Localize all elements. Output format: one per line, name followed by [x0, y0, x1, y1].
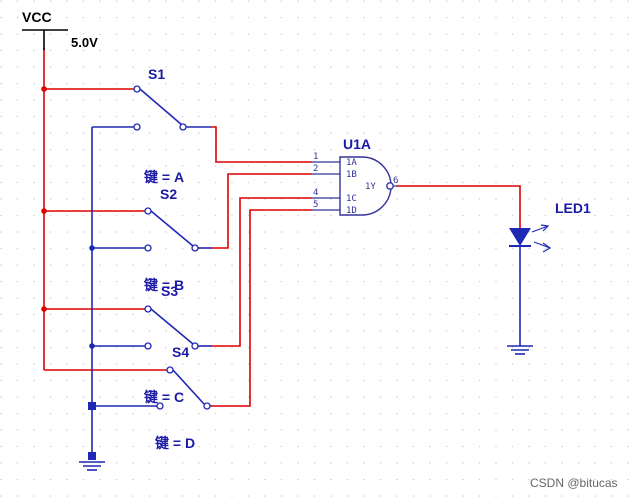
pin-number: 1: [313, 152, 318, 162]
pin-number: 6: [393, 176, 398, 186]
vcc-wires: [43, 48, 521, 407]
switch-key: 键 = C: [143, 389, 184, 405]
junctions: [41, 86, 96, 460]
junction-square: [88, 452, 96, 460]
switch-name: S4: [172, 344, 189, 360]
switch-blade: [150, 308, 194, 345]
vcc-label: VCC: [22, 9, 52, 25]
switch-key: 键 = B: [143, 277, 184, 293]
junction-dot: [89, 245, 95, 251]
pin-label: 1B: [346, 170, 357, 180]
switch-pivot: [191, 244, 199, 252]
emission-arrow: [531, 225, 549, 233]
vcc-source: VCC 5.0V: [22, 9, 98, 50]
pin-number: 5: [313, 200, 318, 210]
switch-s2[interactable]: 键 = A S2: [143, 169, 212, 252]
gate-name: U1A: [343, 136, 371, 152]
led-name: LED1: [555, 200, 591, 216]
emission-arrowhead: [542, 242, 552, 253]
junction-dot: [41, 306, 47, 312]
switch-contact: [156, 402, 164, 410]
switch-blade: [172, 369, 205, 405]
wire-s3-1c: [212, 197, 312, 347]
led-triangle: [509, 228, 531, 246]
switch-contact: [144, 244, 152, 252]
pin-label: 1D: [346, 206, 357, 216]
wire-gate-led: [396, 185, 521, 228]
switch-contact: [133, 123, 141, 131]
junction-dot: [89, 343, 95, 349]
switch-contact: [144, 207, 152, 215]
switch-s4[interactable]: S4 键 = C: [143, 344, 212, 410]
switch-name: S2: [160, 186, 177, 202]
switch-key: 键 = A: [143, 169, 184, 185]
wire-s2-1b: [212, 173, 312, 249]
switch-name: S1: [148, 66, 165, 82]
led-emission-arrows: [531, 224, 552, 253]
switch-pivot: [203, 402, 211, 410]
switch-contact: [144, 342, 152, 350]
gate-input-leads: [312, 161, 340, 211]
wire-s1-1a: [212, 126, 312, 163]
pin-label: 1Y: [365, 182, 376, 192]
emission-arrowhead: [540, 224, 550, 232]
nand-gate-u1a[interactable]: 1 2 4 5 1A 1B 1C 1D 1Y 6 U1A: [312, 136, 398, 216]
switch-key: 键 = D: [154, 435, 195, 451]
switch-pivot: [179, 123, 187, 131]
switch-s1[interactable]: S1: [133, 66, 212, 131]
switch-pivot: [191, 342, 199, 350]
pin-label: 1C: [346, 194, 357, 204]
switch-blade: [150, 210, 194, 247]
junction-dot: [41, 208, 47, 214]
led1[interactable]: LED1: [509, 200, 591, 253]
switch-name: S3: [161, 283, 178, 299]
wire-s4-1d: [212, 209, 312, 407]
switch-contact: [144, 305, 152, 313]
pin-label: 1A: [346, 158, 357, 168]
pin-number: 4: [313, 188, 318, 198]
switch-s3[interactable]: 键 = B S3: [143, 277, 212, 350]
switch-contact: [166, 366, 174, 374]
watermark: CSDN @bitucas: [530, 476, 618, 490]
emission-arrow: [533, 241, 551, 249]
switch-blade: [139, 88, 183, 126]
vcc-voltage: 5.0V: [71, 35, 98, 50]
junction-square: [88, 402, 96, 410]
ground-main: [79, 461, 105, 471]
junction-dot: [41, 86, 47, 92]
switch-contact: [133, 85, 141, 93]
pin-number: 2: [313, 164, 318, 174]
ground-led: [507, 345, 533, 355]
